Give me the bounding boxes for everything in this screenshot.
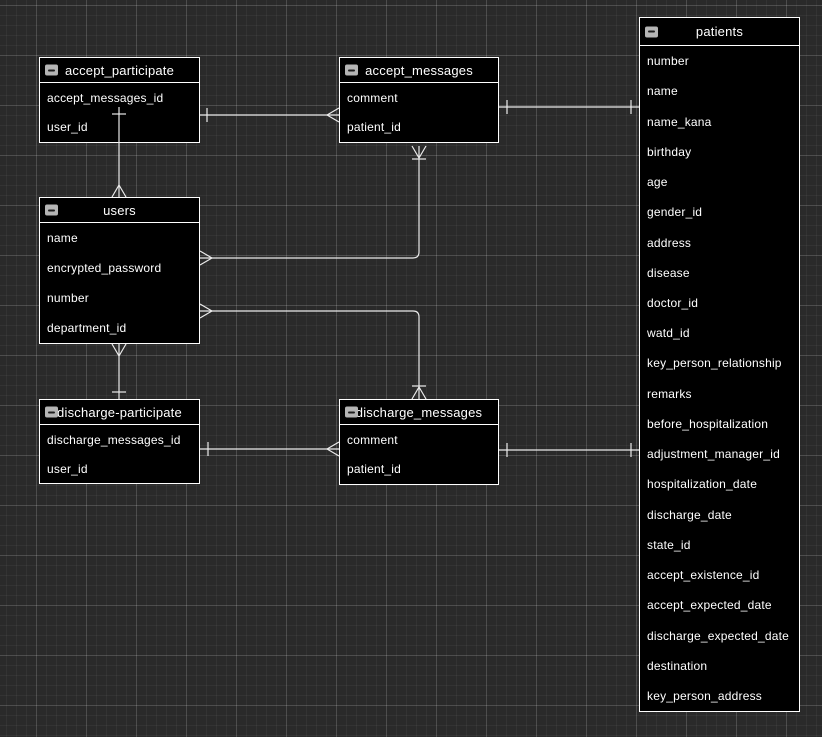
field-row-hospitalization_date[interactable]: hospitalization_date <box>647 477 758 492</box>
entity-title: discharge-participate <box>57 404 182 420</box>
crowfoot-many-icon <box>111 184 127 198</box>
entity-title: patients <box>695 24 744 39</box>
collapse-minus-icon[interactable] <box>345 64 358 76</box>
minus-glyph <box>48 209 55 211</box>
entity-field-list: comment patient_id <box>340 425 498 484</box>
field-row-name[interactable]: name <box>47 231 78 245</box>
collapse-minus-icon[interactable] <box>345 406 358 418</box>
field-row-accept_existence_id[interactable]: accept_existence_id <box>647 568 760 583</box>
entity-header[interactable]: accept_participate <box>40 58 199 83</box>
field-row-number[interactable]: number <box>47 291 89 305</box>
minus-glyph <box>48 411 55 413</box>
field-row-age[interactable]: age <box>647 175 668 190</box>
field-row-doctor_id[interactable]: doctor_id <box>647 295 699 310</box>
crowfoot-many-icon <box>111 343 127 357</box>
field-row-watd_id[interactable]: watd_id <box>647 326 690 341</box>
entity-header[interactable]: discharge-participate <box>40 400 199 425</box>
entity-field-list: discharge_messages_id user_id <box>40 425 199 483</box>
field-row-name[interactable]: name <box>647 84 678 99</box>
field-row-patient_id[interactable]: patient_id <box>347 462 402 477</box>
edge-users__discharge_messages[interactable] <box>200 310 420 399</box>
field-row-accept_messages_id[interactable]: accept_messages_id <box>47 90 164 105</box>
entity-title: users <box>103 202 136 218</box>
collapse-minus-icon[interactable] <box>645 26 658 37</box>
field-row-key_person_address[interactable]: key_person_address <box>647 689 763 704</box>
field-row-remarks[interactable]: remarks <box>647 386 692 401</box>
field-row-discharge_messages_id[interactable]: discharge_messages_id <box>47 432 181 447</box>
field-row-patient_id[interactable]: patient_id <box>347 120 402 135</box>
field-row-state_id[interactable]: state_id <box>647 537 691 552</box>
entity-field-list: accept_messages_id user_id <box>40 83 199 142</box>
field-row-name_kana[interactable]: name_kana <box>647 114 712 129</box>
entity-title: accept_participate <box>64 62 175 78</box>
entity-header[interactable]: users <box>40 198 199 223</box>
field-row-discharge_date[interactable]: discharge_date <box>647 507 732 522</box>
field-row-gender_id[interactable]: gender_id <box>647 205 703 220</box>
field-row-department_id[interactable]: department_id <box>47 321 127 335</box>
crowfoot-many-icon <box>411 386 427 400</box>
collapse-minus-icon[interactable] <box>45 406 58 418</box>
field-row-accept_expected_date[interactable]: accept_expected_date <box>647 598 772 613</box>
field-row-adjustment_manager_id[interactable]: adjustment_manager_id <box>647 447 780 462</box>
crowfoot-many-icon <box>326 441 340 457</box>
field-row-disease[interactable]: disease <box>647 265 690 280</box>
crowfoot-many-icon <box>326 107 340 123</box>
entity-patients[interactable]: patients number name name_kana birthday age ge… <box>639 17 800 712</box>
field-row-number[interactable]: number <box>647 54 689 69</box>
edge-users__accept_messages[interactable] <box>200 146 420 259</box>
minus-glyph <box>648 30 655 33</box>
collapse-minus-icon[interactable] <box>45 204 58 216</box>
minus-glyph <box>348 69 355 71</box>
entity-title: discharge_messages <box>355 404 483 420</box>
collapse-minus-icon[interactable] <box>45 64 58 76</box>
field-row-address[interactable]: address <box>647 235 692 250</box>
field-row-birthday[interactable]: birthday <box>647 144 692 159</box>
minus-glyph <box>348 411 355 413</box>
entity-discharge-participate[interactable]: discharge-participate discharge_messages_… <box>39 399 200 484</box>
entity-header[interactable]: accept_messages <box>340 58 498 83</box>
field-row-discharge_expected_date[interactable]: discharge_expected_date <box>647 628 790 643</box>
field-row-user_id[interactable]: user_id <box>47 461 88 476</box>
entity-header[interactable]: discharge_messages <box>340 400 498 425</box>
field-row-comment[interactable]: comment <box>347 90 398 105</box>
entity-header[interactable]: patients <box>640 18 799 46</box>
field-row-before_hospitalization[interactable]: before_hospitalization <box>647 416 769 431</box>
crowfoot-many-icon <box>199 303 213 319</box>
field-row-comment[interactable]: comment <box>347 432 398 447</box>
field-row-user_id[interactable]: user_id <box>47 120 88 135</box>
crowfoot-many-icon <box>411 145 427 159</box>
field-row-key_person_relationship[interactable]: key_person_relationship <box>647 356 782 371</box>
field-row-destination[interactable]: destination <box>647 658 708 673</box>
entity-field-list: comment patient_id <box>340 83 498 142</box>
field-row-encrypted_password[interactable]: encrypted_password <box>47 261 162 275</box>
crowfoot-many-icon <box>199 250 213 266</box>
minus-glyph <box>48 69 55 71</box>
entity-title: accept_messages <box>365 62 473 78</box>
